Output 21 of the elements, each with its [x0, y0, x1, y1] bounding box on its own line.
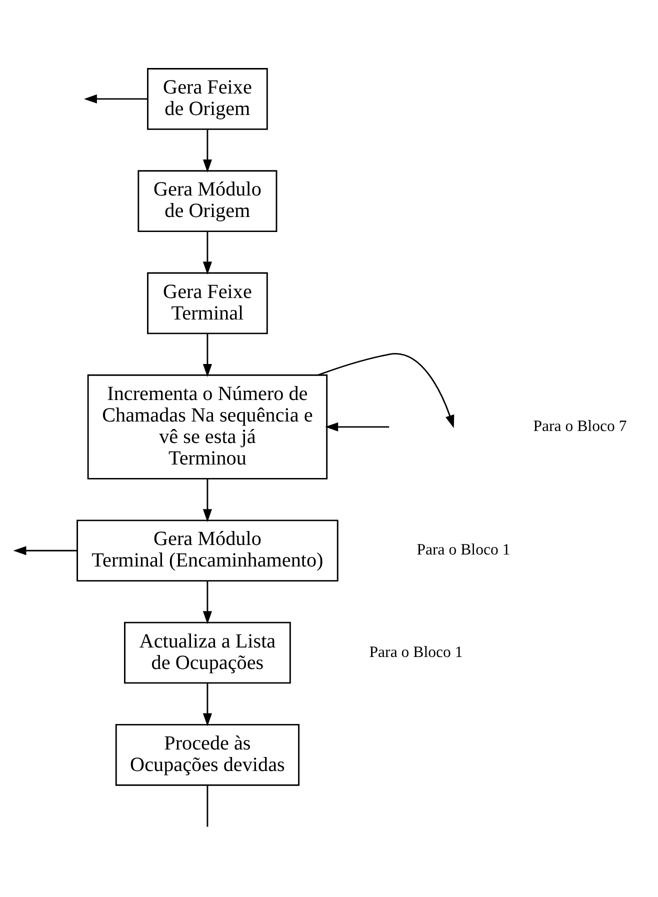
- node-box: Gera Feixe de Origem: [147, 68, 268, 130]
- arrow: [202, 683, 212, 726]
- label: Para o Bloco 1: [416, 542, 510, 559]
- arrow: [202, 130, 212, 172]
- arrow: [202, 232, 212, 275]
- arrow: [202, 478, 212, 522]
- node-box: Gera Módulo de Origem: [138, 170, 278, 232]
- arrow: [202, 334, 212, 377]
- node-box: Gera Módulo Terminal (Encaminhamento): [76, 520, 338, 582]
- node-box: Incrementa o Número de Chamadas Na sequência e vê se esta já Terminou: [87, 374, 328, 480]
- arrow: [318, 353, 454, 428]
- node-box: Actualiza a Lista de Ocupações: [124, 622, 291, 684]
- arrow: [84, 94, 148, 104]
- node-box: Procede às Ocupações devidas: [115, 724, 300, 786]
- label: Para o Bloco 7: [533, 418, 627, 435]
- label: Para o Bloco 1: [369, 644, 463, 661]
- arrow: [13, 546, 77, 556]
- node-box: Gera Feixe Terminal: [147, 272, 268, 334]
- connector: [206, 785, 208, 827]
- arrow: [325, 422, 390, 432]
- arrow: [202, 581, 212, 624]
